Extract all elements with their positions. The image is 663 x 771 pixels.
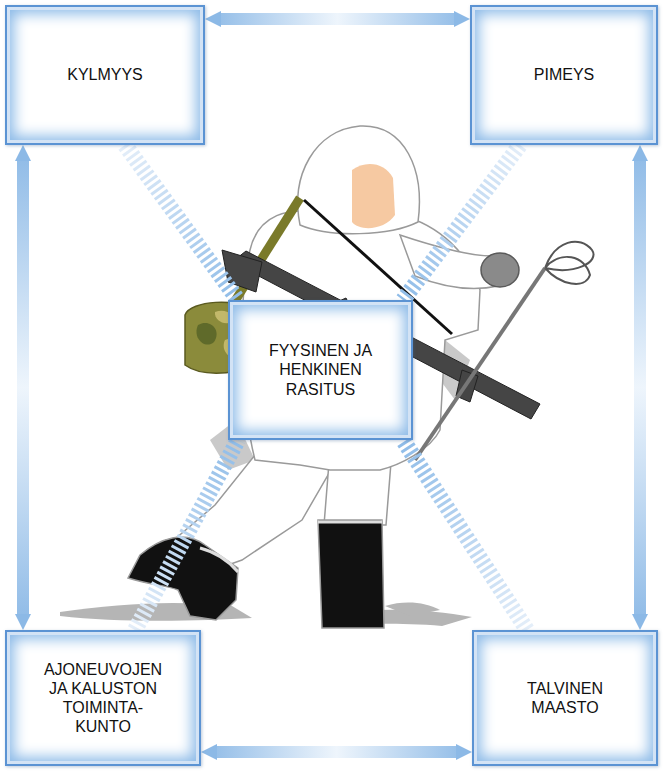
concept-box: KYLMYYS (5, 5, 205, 145)
influence-ray (125, 145, 238, 300)
concept-box: FYYSINEN JA HENKINEN RASITUS (228, 300, 413, 440)
double-arrow (221, 13, 454, 25)
concept-box: TALVINEN MAASTO (472, 630, 658, 766)
double-arrow (217, 746, 456, 758)
box-label: TALVINEN MAASTO (510, 679, 620, 717)
box-label: KYLMYYS (20, 65, 190, 84)
concept-box: AJONEUVOJEN JA KALUSTON TOIMINTA- KUNTO (5, 630, 201, 766)
double-arrow (634, 161, 646, 614)
probe-pole (415, 242, 594, 460)
box-label: PIMEYS (489, 65, 639, 84)
concept-box: PIMEYS (470, 5, 658, 145)
box-label: AJONEUVOJEN JA KALUSTON TOIMINTA- KUNTO (38, 660, 168, 737)
snow-shadows (60, 603, 472, 626)
influence-ray (403, 145, 520, 300)
double-arrow (17, 161, 29, 614)
influence-ray (135, 440, 238, 630)
influence-ray (403, 440, 527, 630)
box-label: FYYSINEN JA HENKINEN RASITUS (253, 341, 388, 399)
soldier-legs (128, 450, 392, 628)
